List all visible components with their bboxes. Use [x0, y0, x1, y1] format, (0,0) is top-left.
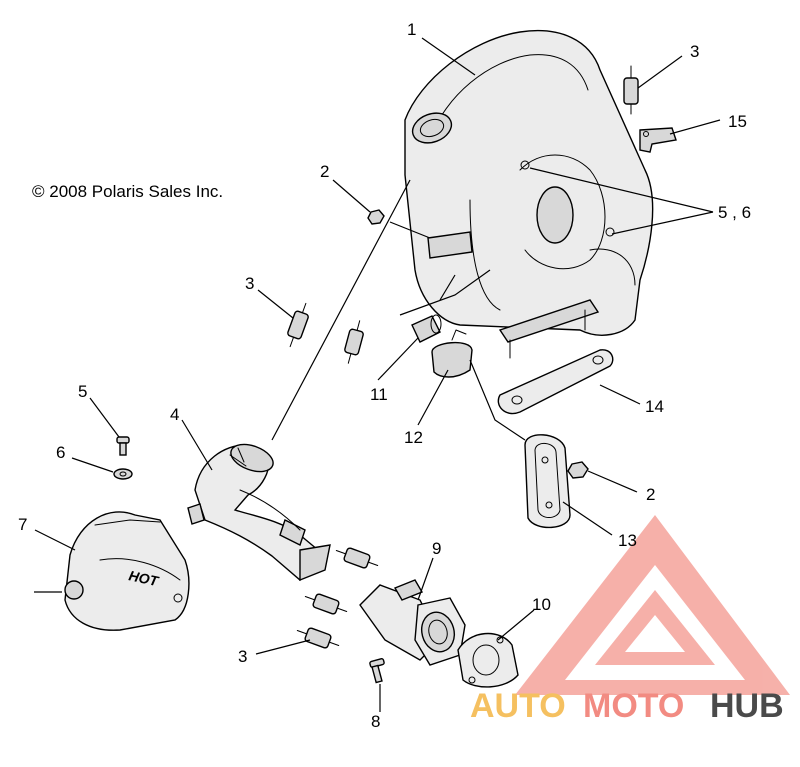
callout-3-bottom: 3 [238, 647, 247, 666]
callout-1: 1 [407, 20, 416, 39]
callout-14: 14 [645, 397, 664, 416]
callout-8: 8 [371, 712, 380, 731]
part-spring-left [287, 302, 309, 348]
part-plate-14 [497, 349, 614, 415]
part-spring-9a [335, 547, 379, 569]
callout-2-top: 2 [320, 162, 329, 181]
callout-numbers: 1 3 15 5 , 6 2 3 11 12 14 5 4 6 2 7 13 9… [18, 20, 751, 731]
hot-warning-label: HOT [127, 567, 161, 589]
part-washer-6 [113, 468, 133, 480]
part-grommet-11 [411, 314, 442, 343]
part-gasket-10 [457, 632, 519, 688]
watermark-text-auto: AUTO [470, 687, 566, 725]
part-bolt-5 [116, 436, 130, 456]
part-heat-shield: HOT [64, 511, 190, 631]
callout-5-bolt: 5 [78, 382, 87, 401]
part-bolt-8 [369, 658, 385, 684]
callout-15: 15 [728, 112, 747, 131]
callout-11: 11 [370, 385, 388, 404]
callout-2-right: 2 [646, 485, 655, 504]
watermark-text-moto: MOTO [583, 687, 684, 725]
part-muffler [404, 29, 654, 359]
callout-12: 12 [404, 428, 423, 447]
copyright-text: © 2008 Polaris Sales Inc. [32, 182, 223, 201]
watermark-text-hub: HUB [710, 687, 784, 725]
part-spring-9b [304, 593, 348, 615]
callout-10: 10 [532, 595, 551, 614]
part-spring-mid [344, 320, 364, 364]
callout-5-6: 5 , 6 [718, 203, 751, 222]
part-nut-right [567, 461, 589, 479]
callout-7: 7 [18, 515, 27, 534]
part-clip-12 [431, 329, 473, 378]
callout-13: 13 [618, 531, 637, 550]
part-spring-bottom [296, 627, 340, 649]
assembly-lines [271, 179, 526, 441]
part-flange-pipe [359, 579, 466, 666]
callout-9: 9 [432, 539, 441, 558]
callout-6-washer: 6 [56, 443, 65, 462]
part-bracket-15 [639, 127, 677, 153]
callout-3-left: 3 [245, 274, 254, 293]
callout-leaders [34, 37, 721, 712]
part-head-pipe [187, 443, 331, 582]
watermark-logo [515, 515, 790, 695]
part-gasket-13 [524, 434, 571, 529]
callout-4: 4 [170, 405, 179, 424]
part-spring-top [623, 65, 639, 115]
callout-3-top: 3 [690, 42, 699, 61]
part-nut-top [367, 209, 385, 225]
